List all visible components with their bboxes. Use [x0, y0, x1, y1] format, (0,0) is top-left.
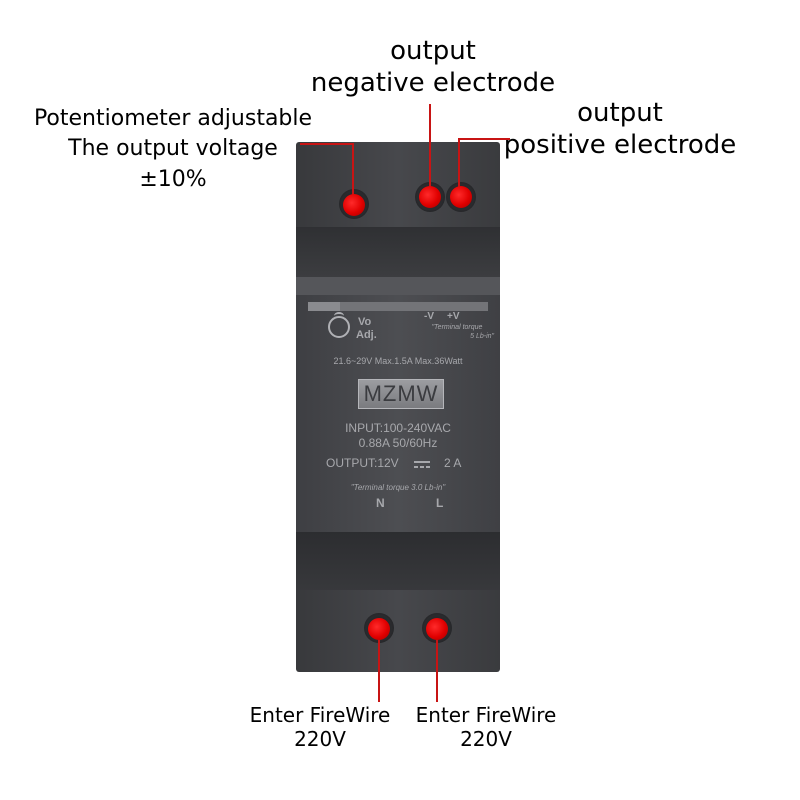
adjust-notch [334, 312, 344, 320]
positive-terminal-marker [450, 186, 472, 208]
positive-leader-vertical [458, 138, 460, 196]
top-step [296, 227, 500, 277]
din-rail-power-supply: Vo Adj. -V +V "Terminal torque 5 Lb-in" … [296, 142, 500, 672]
torque-top-line1: "Terminal torque [431, 324, 483, 331]
plus-v-label: +V [447, 311, 460, 322]
torque-top-line2: 5 Lb-in" [470, 333, 494, 340]
torque-bottom: "Terminal torque 3.0 Lb-in" [350, 483, 446, 492]
terminal-n-label: N [376, 496, 385, 510]
positive-callout-line1: output [577, 98, 663, 128]
output-current: 2 A [444, 456, 462, 470]
firewire-right-callout: Enter FireWire 220V [406, 703, 566, 751]
dc-symbol-icon [414, 461, 430, 469]
potentiometer-leader-horizontal [300, 143, 354, 145]
label-strip [340, 302, 488, 311]
firewire-left-line1: Enter FireWire [249, 703, 391, 727]
brand-text: MZMW [363, 381, 439, 406]
label-tab [308, 302, 340, 311]
input-line1: INPUT:100-240VAC [345, 421, 451, 435]
positive-callout-line2: positive electrode [503, 129, 737, 160]
adj-label-adj: Adj. [356, 329, 377, 341]
firewire-left-callout: Enter FireWire 220V [240, 703, 400, 751]
input-line2: 0.88A 50/60Hz [358, 436, 438, 450]
terminal-l-label: L [436, 496, 444, 510]
negative-leader [429, 104, 431, 194]
live-leader [436, 630, 438, 702]
firewire-right-line2: 220V [460, 727, 512, 751]
neutral-leader [378, 630, 380, 702]
firewire-right-line1: Enter FireWire [415, 703, 557, 727]
firewire-left-line2: 220V [294, 727, 346, 751]
adj-label-vo: Vo [358, 316, 372, 328]
potentiometer-leader-vertical [352, 143, 354, 203]
potentiometer-callout-line2: The output voltage [68, 136, 278, 162]
output-label: OUTPUT:12V [326, 456, 399, 470]
negative-callout-line1: output [390, 36, 476, 66]
adjust-knob-icon [328, 316, 350, 338]
negative-electrode-callout: output negative electrode [300, 36, 566, 99]
minus-v-label: -V [424, 311, 434, 322]
negative-callout-line2: negative electrode [310, 67, 556, 98]
brand-plate: MZMW [358, 379, 444, 409]
bottom-terminal-block [296, 590, 500, 672]
bottom-step [296, 532, 500, 592]
rail-groove [296, 277, 500, 295]
potentiometer-callout: Potentiometer adjustable The output volt… [20, 104, 326, 195]
rating-label: 21.6~29V Max.1.5A Max.36Watt [333, 356, 463, 366]
negative-terminal-marker [419, 186, 441, 208]
potentiometer-marker [343, 194, 365, 216]
positive-electrode-callout: output positive electrode [500, 98, 740, 161]
live-terminal-marker [426, 618, 448, 640]
potentiometer-callout-line3: ±10% [139, 166, 207, 192]
potentiometer-callout-line1: Potentiometer adjustable [33, 106, 313, 131]
positive-leader-horizontal [458, 138, 510, 140]
neutral-terminal-marker [368, 618, 390, 640]
